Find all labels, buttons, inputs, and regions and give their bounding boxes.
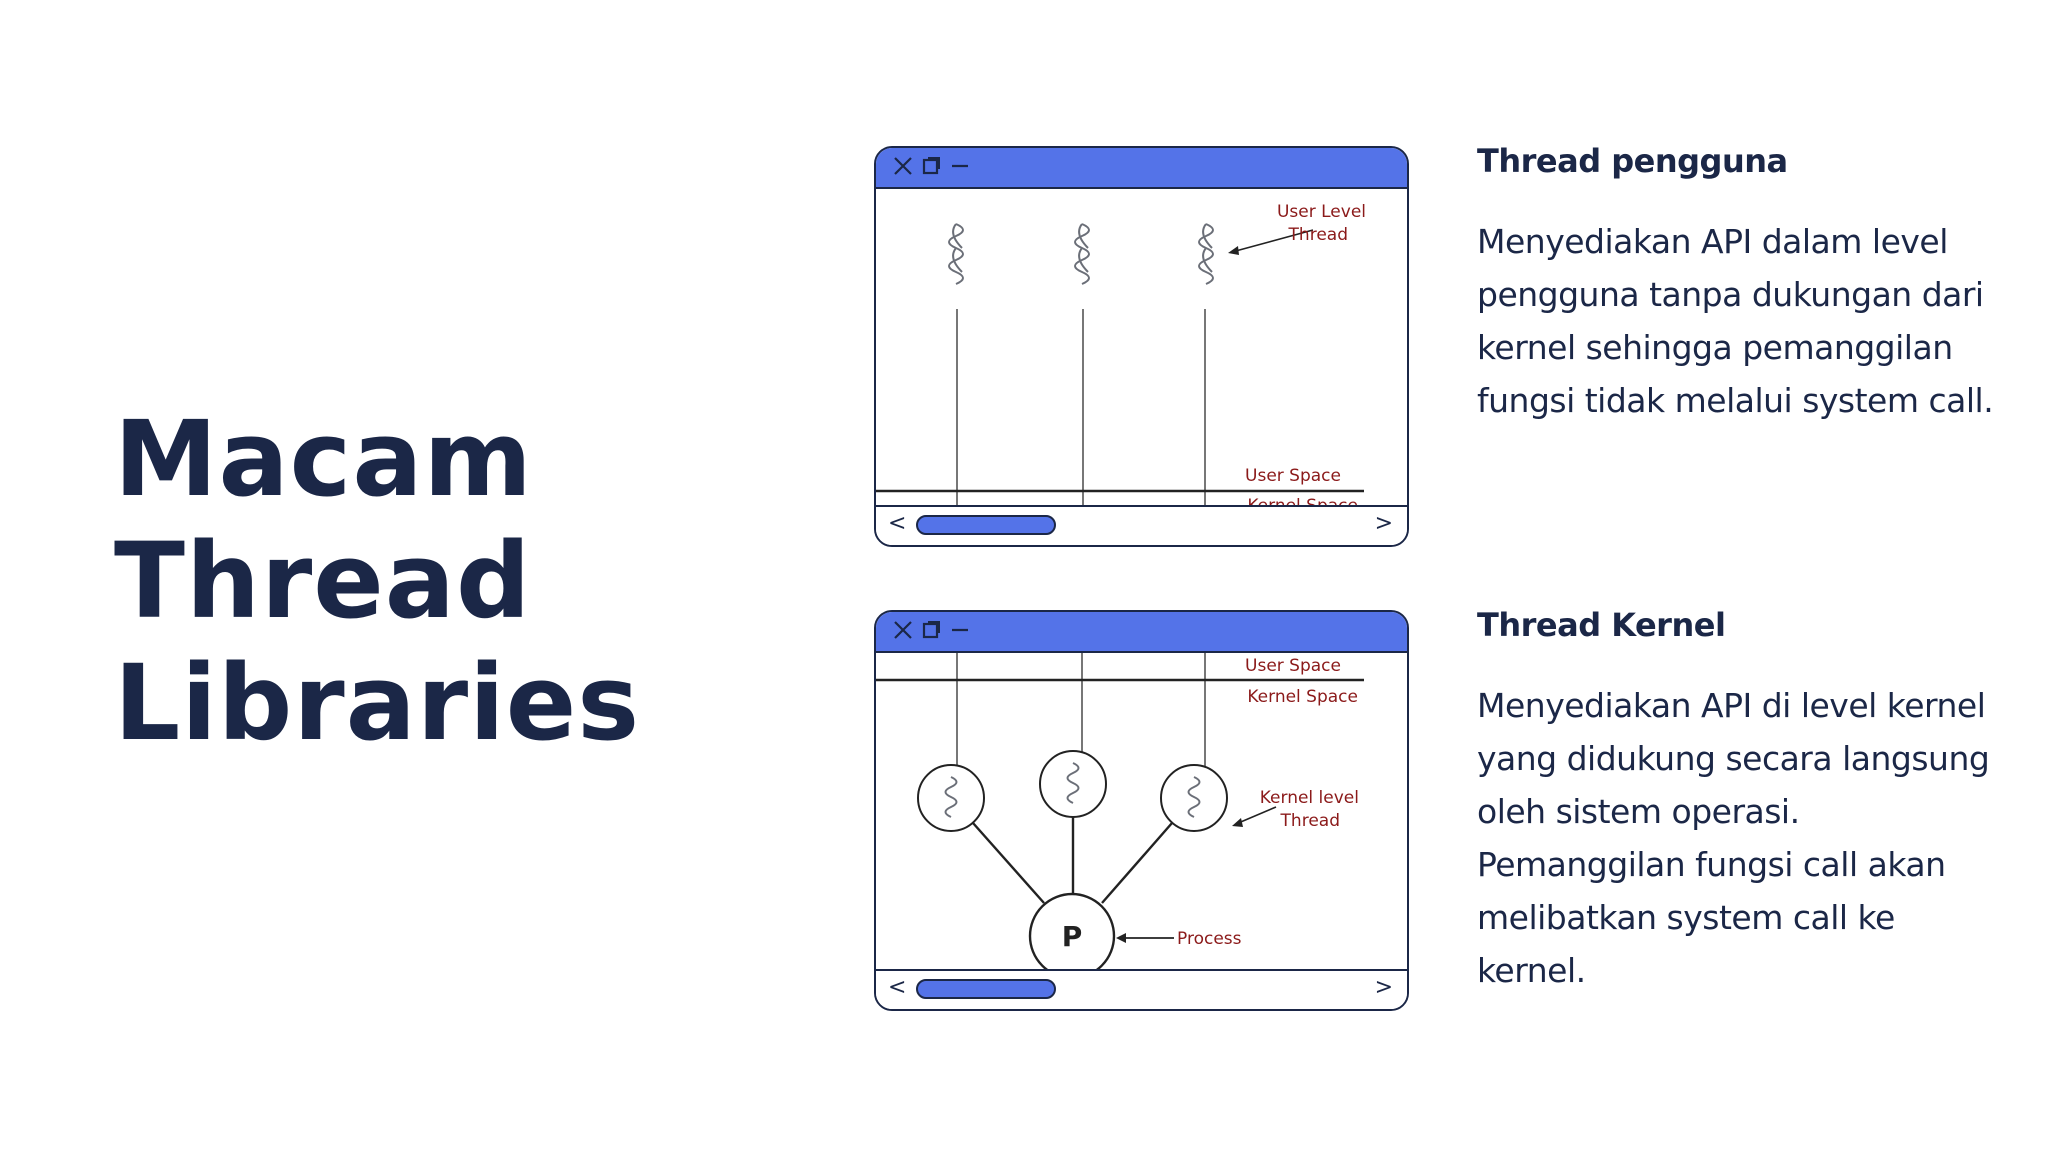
maximize-icon[interactable] [920,155,942,177]
process-link [1101,822,1173,904]
arrow-head [1116,933,1126,943]
user-level-thread-label: Thread [1288,225,1348,245]
scroll-right-button[interactable]: > [1374,511,1393,536]
kernel-thread-window: User Space Kernel Space P Process Kernel… [874,610,1409,1011]
thread-squiggle [1074,223,1090,285]
scroll-left-button[interactable]: < [888,511,907,536]
user-space-label: User Space [1245,656,1341,676]
scroll-thumb[interactable] [916,979,1056,999]
user-level-label: User Level [1277,202,1366,222]
pointer-arrow [1235,806,1277,825]
process-link [972,822,1045,904]
process-circle [1028,892,1116,969]
thread-squiggle [948,223,964,285]
pointer-arrow [1231,229,1314,253]
minimize-icon[interactable] [949,619,971,641]
user-thread-description: Menyediakan API dalam level pengguna tan… [1477,222,1994,420]
slide-title: Macam Thread Libraries [114,398,714,764]
process-letter: P [1062,920,1083,953]
thread-squiggle [944,762,1201,818]
kernel-thread-diagram: User Space Kernel Space P Process Kernel… [876,653,1364,969]
window-titlebar [876,612,1407,653]
arrow-head [1232,818,1243,827]
close-icon[interactable] [892,155,914,177]
user-thread-heading: Thread pengguna [1477,142,1788,180]
kernel-thread-description: Menyediakan API di level kernel yang did… [1477,686,1990,990]
kernel-thread-heading: Thread Kernel [1477,606,1726,644]
close-icon[interactable] [892,619,914,641]
minimize-icon[interactable] [949,155,971,177]
scroll-right-button[interactable]: > [1374,975,1393,1000]
process-label: Process [1177,929,1242,949]
thread-squiggle [1198,223,1214,285]
title-line-3: Libraries [114,642,641,764]
maximize-icon[interactable] [920,619,942,641]
scroll-thumb[interactable] [916,515,1056,535]
user-space-label: User Space [1245,466,1341,486]
kernel-level-thread-label: Thread [1280,811,1340,831]
kernel-level-label: Kernel level [1260,788,1359,808]
horizontal-scrollbar[interactable]: < > [876,969,1407,1009]
window-titlebar [876,148,1407,189]
title-line-1: Macam [114,398,533,520]
user-thread-diagram: User Level Thread User Space Kernel Spac… [876,202,1366,505]
arrow-head [1228,246,1239,255]
kernel-space-label: Kernel Space [1247,687,1358,707]
scroll-left-button[interactable]: < [888,975,907,1000]
title-line-2: Thread [114,520,532,642]
kernel-space-label: Kernel Space [1247,496,1358,505]
horizontal-scrollbar[interactable]: < > [876,505,1407,545]
user-thread-window: User Level Thread User Space Kernel Spac… [874,146,1409,547]
